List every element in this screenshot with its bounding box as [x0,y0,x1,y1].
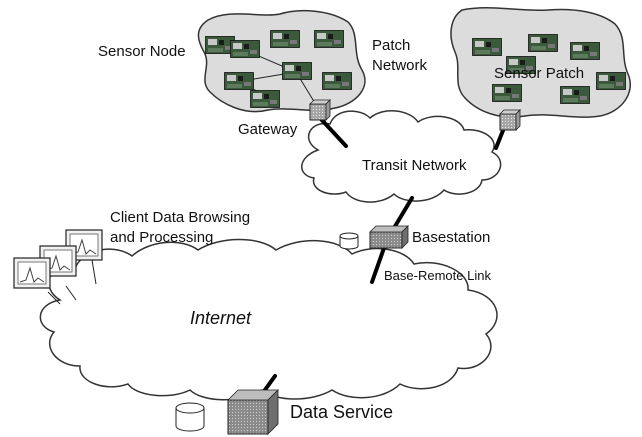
base-remote-link-label: Base-Remote Link [384,268,491,283]
server-cube-icon [227,389,279,435]
patch-network-label-line1: Patch [372,37,410,54]
internet-label: Internet [190,308,252,328]
sensor-patch-label: Sensor Patch [494,65,584,82]
monitor-window-icon [13,229,103,289]
gateway-box-icon [309,99,331,121]
data-service-database-icon [175,402,205,432]
transit-network-label: Transit Network [362,157,467,174]
transit-network-cloud [301,110,502,203]
patch-network-label-line2: Network [372,57,428,74]
basestation-label: Basestation [412,229,490,246]
sensor-patch-region [450,6,631,118]
patch-network-region [197,9,366,113]
client-label-line2: and Processing [110,229,213,246]
basestation-box-icon [369,225,409,249]
sensor-node-label: Sensor Node [98,43,186,60]
basestation-database-icon [339,232,359,250]
client-links [47,259,97,305]
internet-cloud [39,238,498,401]
gateway-label: Gateway [238,121,298,138]
client-label-line1: Client Data Browsing [110,209,250,226]
data-service-label: Data Service [290,402,393,422]
sensor-patch-gateway-icon [499,109,521,131]
